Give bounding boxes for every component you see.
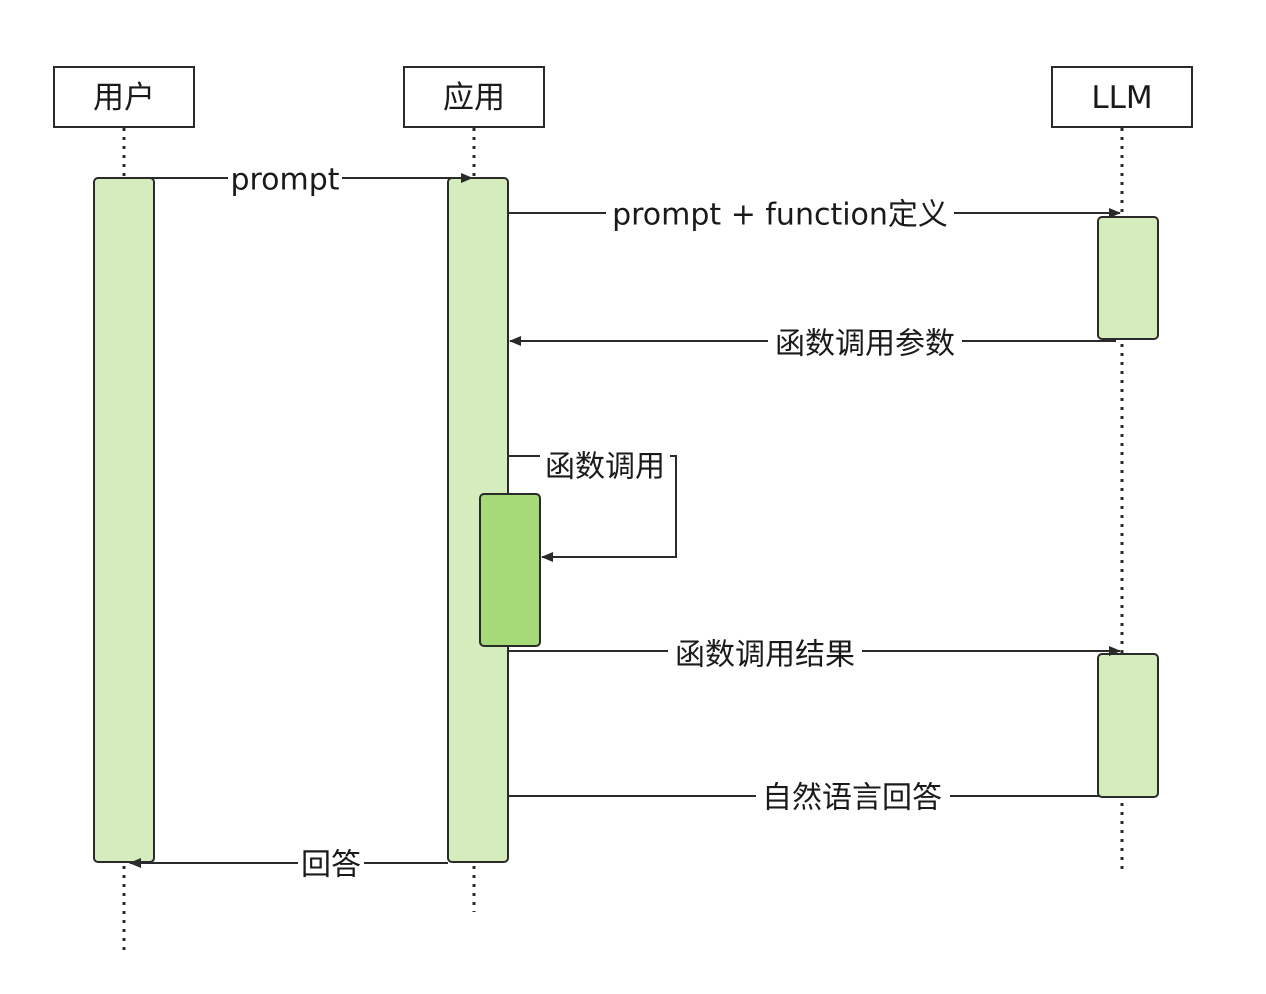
message-function-args-label: 函数调用参数 [775,327,955,362]
message-natural-answer-label: 自然语言回答 [762,781,942,816]
message-prompt: prompt [124,163,473,198]
participant-user-label: 用户 [93,80,155,116]
message-function-call: 函数调用 [508,450,677,562]
message-prompt-function: prompt + function定义 [508,197,1121,233]
message-answer: 回答 [129,847,448,883]
message-function-result-label: 函数调用结果 [675,638,855,673]
message-function-result: 函数调用结果 [508,637,1121,673]
activation-user [93,177,155,863]
activation-llm-1 [1097,216,1159,340]
participant-app: 应用 [403,66,545,128]
message-function-call-label: 函数调用 [545,450,665,485]
activation-app-self [479,493,541,647]
message-prompt-label: prompt [230,163,339,198]
participant-app-label: 应用 [443,80,505,116]
participant-user: 用户 [53,66,195,128]
message-answer-label: 回答 [301,848,361,883]
message-function-args: 函数调用参数 [509,325,1116,362]
participant-llm-label: LLM [1091,80,1152,116]
message-natural-answer: 自然语言回答 [508,780,1100,816]
participant-llm: LLM [1051,66,1193,128]
activation-llm-2 [1097,653,1159,798]
message-prompt-function-label: prompt + function定义 [612,198,948,233]
